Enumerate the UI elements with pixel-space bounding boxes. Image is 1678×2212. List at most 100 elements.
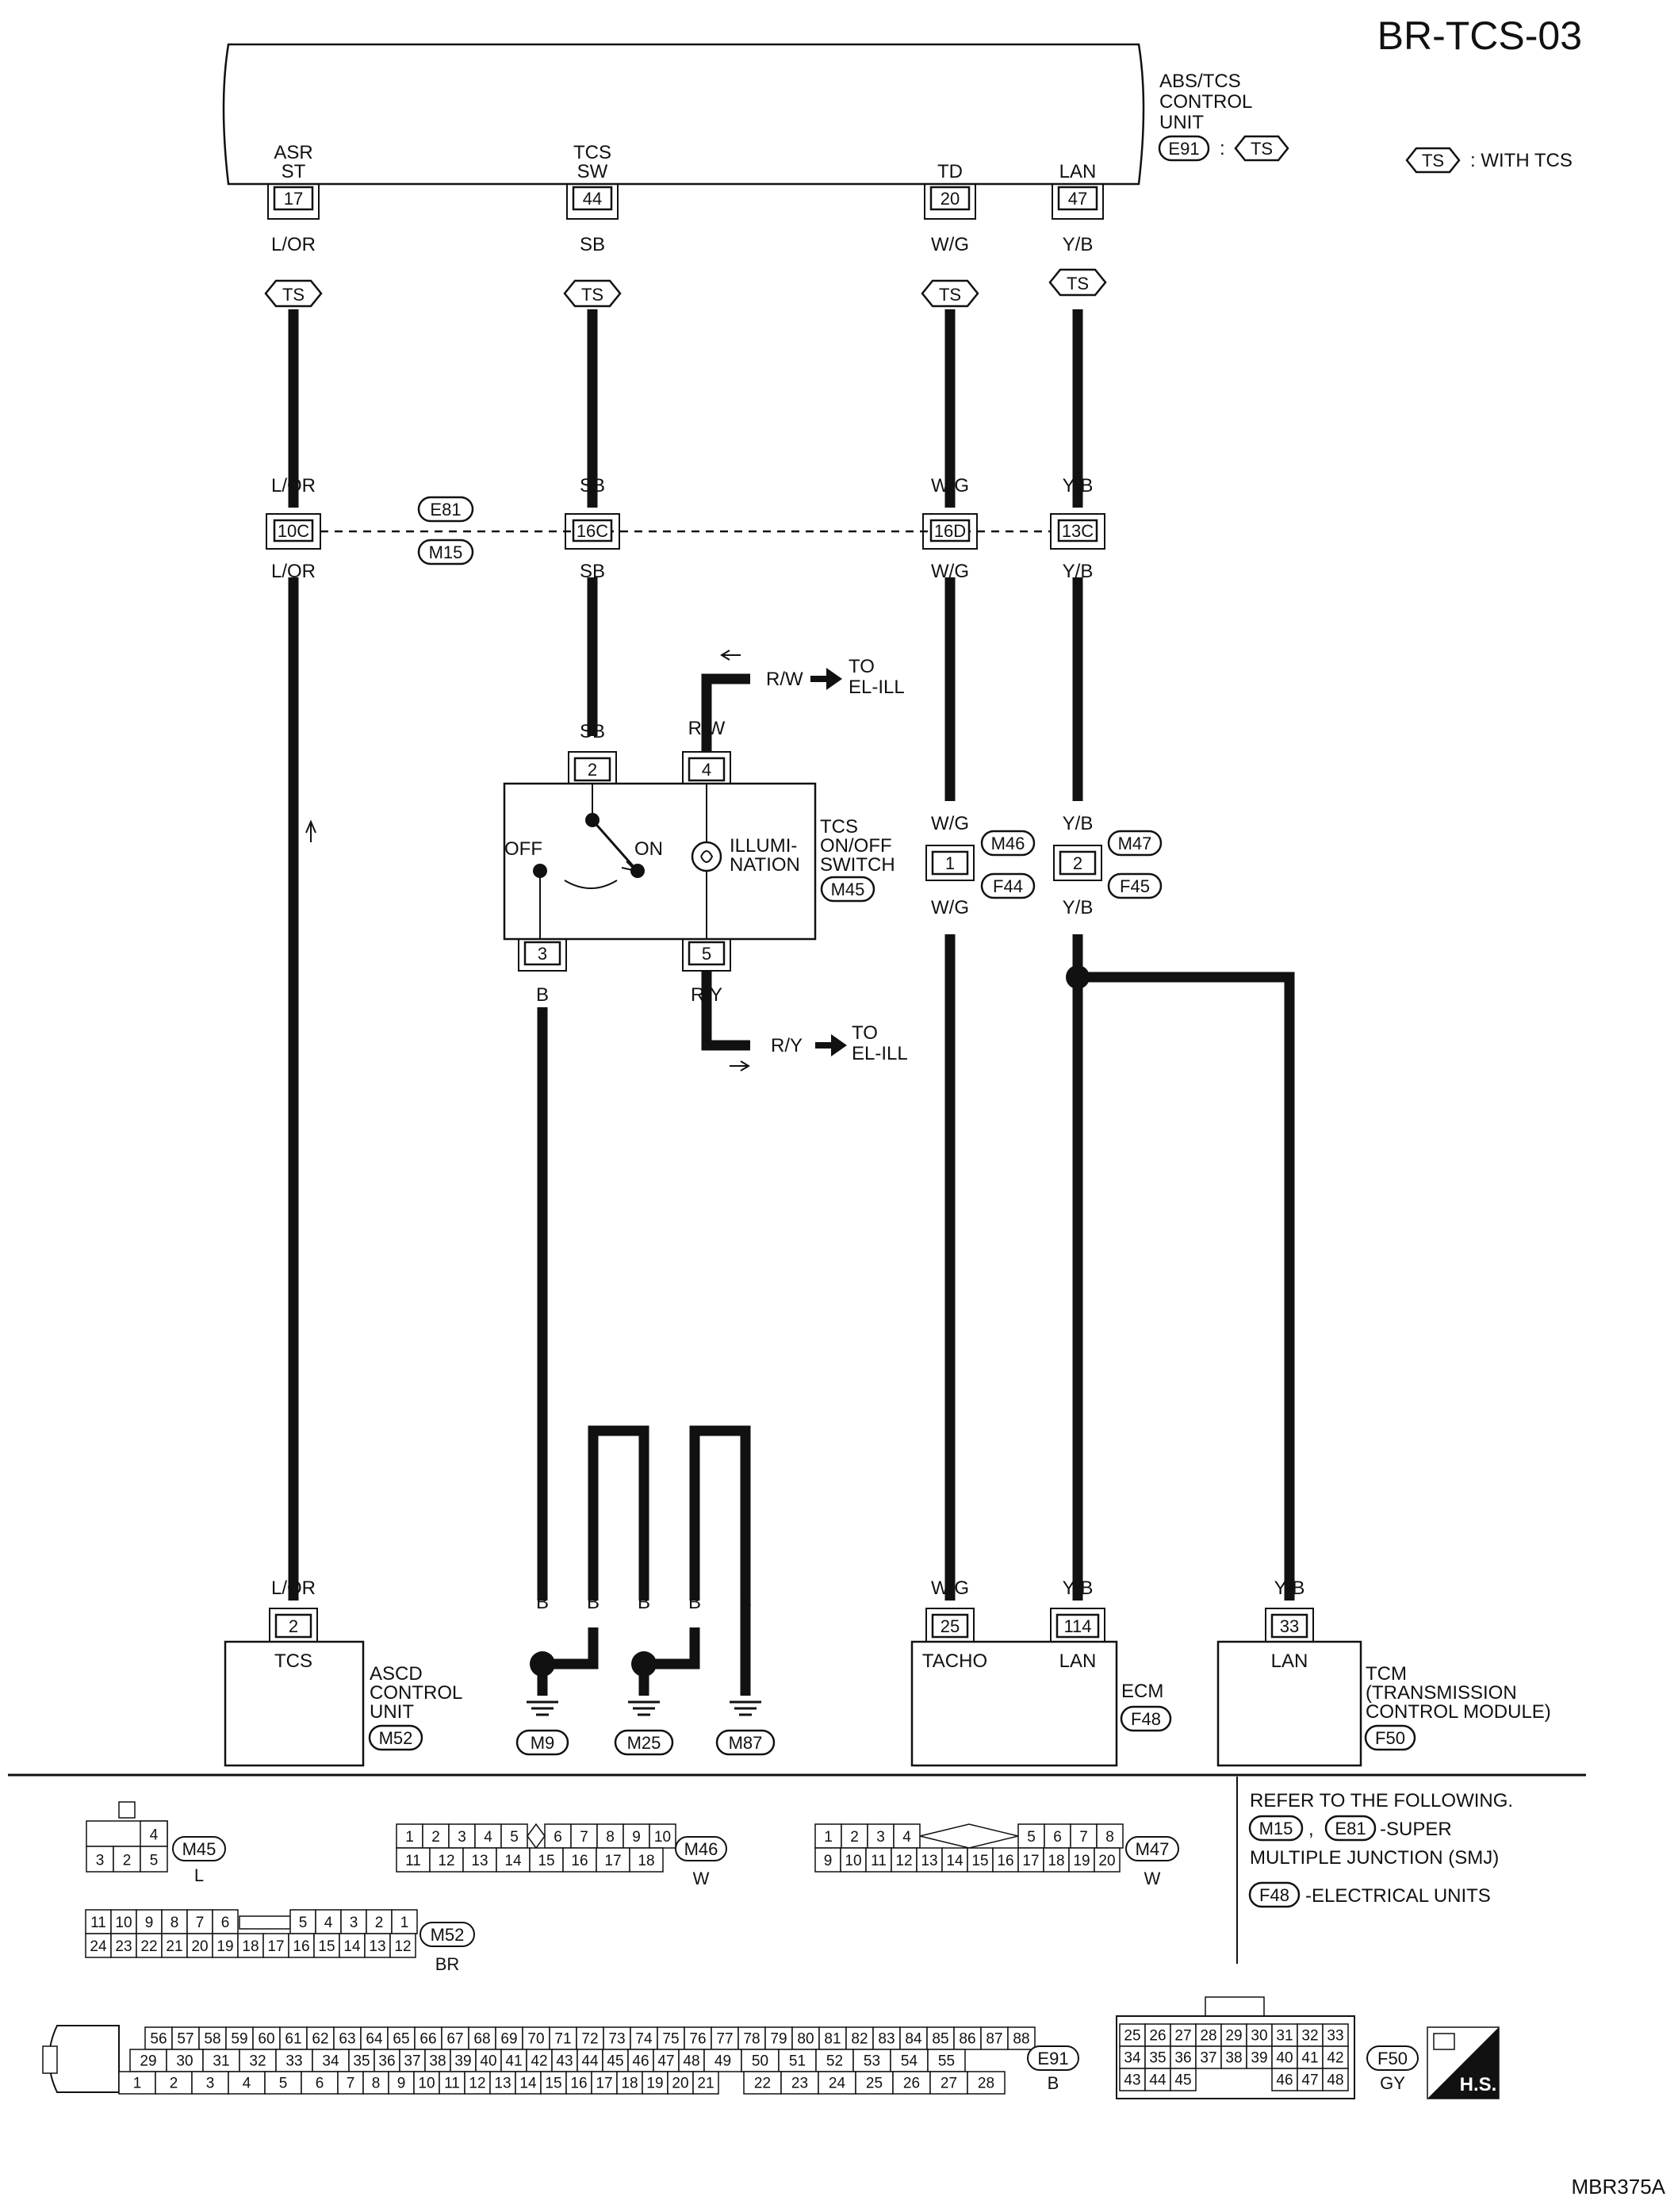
e91-pin-8: 8 [372, 2076, 381, 2092]
m52-pin-4: 4 [324, 1915, 333, 1931]
switch-on-contact [630, 864, 645, 878]
e91-pin-55: 55 [938, 2053, 955, 2070]
wire-label-rw: R/W [688, 718, 726, 739]
e91-pin-37: 37 [404, 2053, 420, 2070]
svg-text:10C: 10C [278, 521, 309, 541]
f50-pin-29: 29 [1225, 2028, 1242, 2045]
m47-pin-19: 19 [1073, 1853, 1090, 1869]
e91-pin-45: 45 [607, 2053, 623, 2070]
f50-pin-41: 41 [1301, 2050, 1318, 2067]
ground-symbol-m25 [628, 1700, 660, 1716]
m46-pin-3: 3 [458, 1829, 466, 1846]
ecm-terminal-tacho: TACHO [922, 1650, 987, 1672]
m47-pin-10-cell [840, 1847, 867, 1873]
e91-pin-71: 71 [554, 2031, 571, 2048]
e91-pin-15: 15 [545, 2076, 561, 2092]
e91-pin-31: 31 [213, 2053, 229, 2070]
ground-symbol-m87 [730, 1700, 761, 1716]
m52-pin-1-cell [391, 1909, 418, 1934]
f50-pin-48: 48 [1327, 2072, 1343, 2089]
wire-label-c3-jbot: W/G [931, 561, 969, 582]
m45-pin-5: 5 [150, 1853, 159, 1869]
wire-label-c3-top: W/G [931, 234, 969, 255]
f50-latch [1205, 1996, 1265, 2017]
e91-pin-74: 74 [635, 2031, 653, 2048]
m46-name-badge [675, 1836, 727, 1861]
refer-smj-1: -SUPER [1380, 1819, 1452, 1840]
wire-label-ry: R/Y [691, 984, 722, 1006]
m52-pin-24-cell [85, 1933, 112, 1958]
to-label-rw-2: EL-ILL [849, 677, 905, 698]
switch-pin-5: 5 [682, 939, 731, 972]
refer-m15-badge [1248, 1815, 1304, 1842]
switch-name-2: ON/OFF [820, 835, 892, 857]
switch-connector-badge [820, 876, 875, 903]
e91-pin-14-cell [515, 2071, 542, 2095]
e91-pin-24: 24 [829, 2076, 846, 2092]
tcm-name-1: TCM [1366, 1663, 1407, 1685]
term-td: TD [937, 161, 963, 182]
m52-name: M52 [431, 1925, 465, 1945]
wire-label-tcm: Y/B [1274, 1578, 1305, 1599]
f50-pin-25-cell [1119, 2023, 1146, 2047]
e91-pin-8-cell [362, 2071, 389, 2095]
e91-pin-23-cell [780, 2071, 819, 2095]
to-arrow-icon-2 [815, 1034, 847, 1056]
m52-pin-17: 17 [267, 1938, 284, 1955]
e91-pin-11: 11 [444, 2076, 460, 2092]
switch-pin-2: 2 [568, 751, 617, 784]
m52-pin-14-cell [339, 1933, 366, 1958]
m52-pin-15-cell [313, 1933, 340, 1958]
m52-pin-15: 15 [318, 1938, 335, 1955]
legend-text: : WITH TCS [1470, 150, 1573, 171]
e91-pin-51-cell [778, 2049, 817, 2072]
svg-text:2: 2 [289, 1616, 298, 1636]
wire-label-ry-arrow: R/Y [771, 1035, 803, 1056]
e91-pin-16-cell [565, 2071, 592, 2095]
tcm-name-2: (TRANSMISSION [1366, 1682, 1517, 1704]
f50-pin-28: 28 [1200, 2028, 1216, 2045]
svg-text:13C: 13C [1062, 521, 1094, 541]
m45-pin-4-cell [140, 1820, 168, 1847]
ecm-name: ECM [1121, 1681, 1163, 1702]
m47-pin-13: 13 [921, 1853, 937, 1869]
abs-pin-20: 20 [924, 184, 976, 220]
e91-pin-16: 16 [570, 2076, 587, 2092]
e91-name: E91 [1037, 2049, 1068, 2068]
ecm-body [910, 1640, 1118, 1767]
m47-pin-5: 5 [1027, 1829, 1036, 1846]
ascd-terminal: TCS [274, 1650, 312, 1672]
m46-pin-15: 15 [538, 1853, 554, 1869]
ground-m25: M25 [627, 1733, 661, 1753]
e91-pin-25: 25 [866, 2076, 883, 2092]
hs-connector-icon [1433, 2033, 1455, 2050]
m47-pin-15: 15 [971, 1853, 988, 1869]
e91-pin-23: 23 [791, 2076, 808, 2092]
m46-pin-5: 5 [510, 1829, 519, 1846]
m52-pin-11-cell [85, 1909, 112, 1934]
e91-pin-68: 68 [473, 2031, 490, 2048]
e91-pin-48: 48 [683, 2053, 699, 2070]
e91-pin-34: 34 [322, 2053, 339, 2070]
m52-pin-9: 9 [145, 1915, 154, 1931]
e91-pin-39-cell [450, 2049, 477, 2072]
ascd-pin-2: 2 [269, 1608, 318, 1642]
m47-pin-14: 14 [946, 1853, 964, 1869]
e91-pin-1: 1 [133, 2076, 142, 2092]
f50-pin-26: 26 [1149, 2028, 1166, 2045]
junction-m15: M15 [429, 542, 463, 562]
ascd-control-unit [224, 1640, 365, 1767]
e91-pin-13: 13 [494, 2076, 511, 2092]
ground-wire-label-5: B [739, 1592, 752, 1613]
e91-pin-21-cell [692, 2071, 719, 2095]
m52-pin-13: 13 [369, 1938, 385, 1955]
m46-pin-13: 13 [471, 1853, 488, 1869]
m52-pin-3: 3 [350, 1915, 358, 1931]
refer-eu-text: -ELECTRICAL UNITS [1305, 1885, 1491, 1907]
abs-tcs-control-unit [222, 43, 1145, 186]
m46-pin-4-cell [474, 1823, 502, 1849]
f50-pin-25: 25 [1124, 2028, 1140, 2045]
switch-on-label: ON [634, 838, 663, 860]
wire-label-c1-bottom: L/OR [271, 1578, 316, 1599]
wire-label-c3-conn-bottom: W/G [931, 897, 969, 918]
